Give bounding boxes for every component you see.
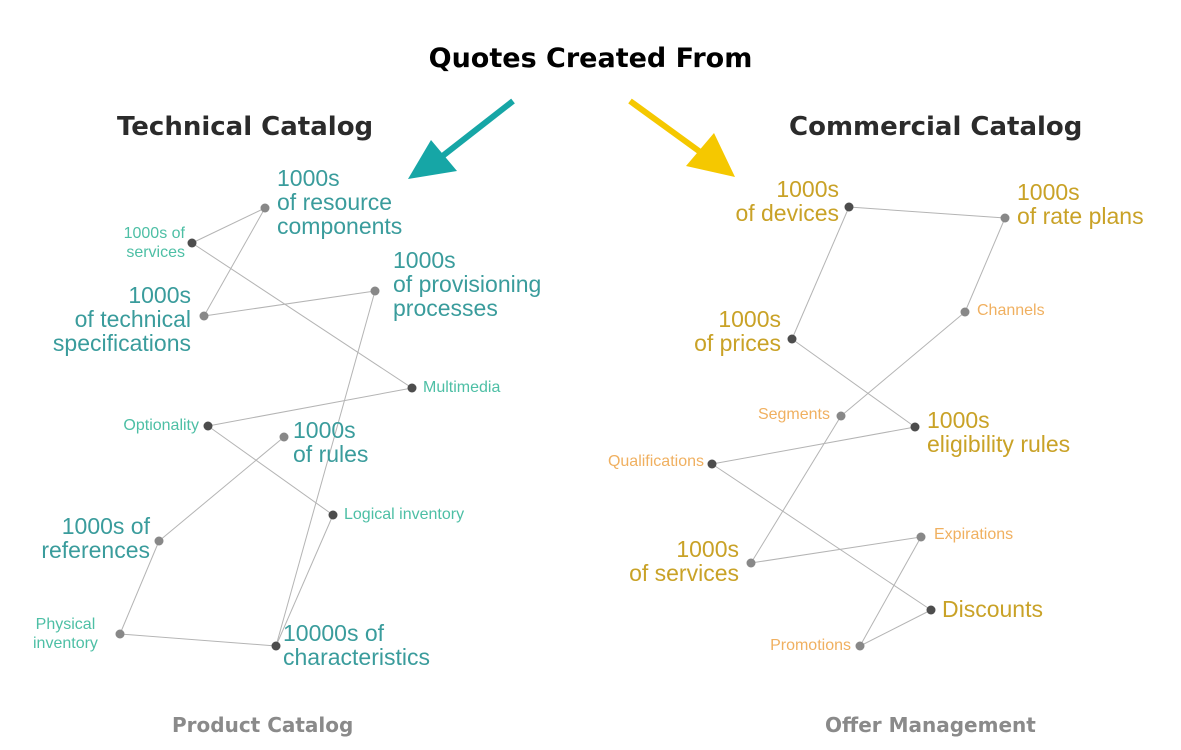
edge: [791, 206, 850, 340]
node-label-physical-inventory: Physical inventory: [33, 616, 98, 652]
node-dot: [115, 629, 125, 639]
edge: [840, 311, 966, 417]
node-label-segments: Segments: [757, 406, 830, 423]
node-dot: [855, 641, 865, 651]
node-dot: [370, 286, 380, 296]
node-dot: [199, 311, 209, 321]
node-dot: [203, 421, 213, 431]
node-label-prices: 1000s of prices: [694, 306, 781, 356]
edge: [207, 425, 334, 516]
node-label-characteristics: 10000s of characteristics: [283, 620, 430, 670]
page-title: Quotes Created From: [428, 43, 753, 74]
edge: [964, 217, 1006, 313]
edge: [191, 207, 266, 244]
node-dot: [746, 558, 756, 568]
node-dot: [260, 203, 270, 213]
node-label-promotions: Promotions: [770, 637, 851, 654]
commercial-catalog-heading: Commercial Catalog: [789, 112, 1083, 142]
node-dot: [836, 411, 846, 421]
node-dot: [271, 641, 281, 651]
technical-catalog-heading: Technical Catalog: [117, 112, 374, 142]
edge: [275, 290, 376, 647]
edge: [859, 536, 922, 647]
node-label-resource-components: 1000s of resource components: [277, 165, 403, 239]
node-label-channels: Channels: [977, 302, 1045, 319]
node-dot: [154, 536, 164, 546]
node-label-rate-plans: 1000s of rate plans: [1017, 179, 1144, 229]
node-label-expirations: Expirations: [934, 526, 1014, 543]
node-label-provisioning-processes: 1000s of provisioning processes: [393, 247, 542, 321]
edge: [791, 338, 916, 428]
node-label-services-commercial: 1000s of services: [629, 536, 739, 586]
node-label-devices: 1000s of devices: [735, 176, 839, 226]
product-catalog-footer: Product Catalog: [172, 713, 354, 737]
edge: [275, 514, 334, 647]
edge: [203, 207, 266, 317]
node-dot: [328, 510, 338, 520]
node-dot: [960, 307, 970, 317]
node-label-services: 1000s of services: [123, 225, 185, 261]
node-label-qualifications: Qualifications: [607, 453, 704, 470]
yellow-arrow: [628, 98, 735, 177]
offer-management-footer: Offer Management: [825, 713, 1036, 737]
edge: [207, 387, 413, 427]
node-dot: [926, 605, 936, 615]
node-dot: [844, 202, 854, 212]
node-label-references: 1000s of references: [41, 513, 150, 563]
edge: [158, 436, 285, 542]
edge: [119, 633, 277, 647]
node-dot: [910, 422, 920, 432]
edge: [848, 206, 1006, 219]
node-label-discounts: Discounts: [942, 596, 1043, 622]
edge: [750, 536, 922, 564]
edge: [191, 242, 413, 389]
node-dot: [1000, 213, 1010, 223]
node-dot: [787, 334, 797, 344]
edge: [859, 609, 932, 647]
node-label-optionality: Optionality: [123, 417, 199, 434]
node-label-rules: 1000s of rules: [293, 417, 369, 467]
node-label-technical-specifications: 1000s of technical specifications: [52, 282, 191, 356]
node-dot: [407, 383, 417, 393]
teal-arrow: [408, 98, 515, 179]
edge: [750, 415, 842, 564]
edge: [711, 426, 916, 465]
node-dot: [279, 432, 289, 442]
node-label-eligibility-rules: 1000s eligibility rules: [927, 407, 1071, 457]
node-dot: [916, 532, 926, 542]
node-dot: [707, 459, 717, 469]
node-dot: [187, 238, 197, 248]
edge: [711, 463, 932, 611]
edge: [203, 290, 376, 317]
edge: [119, 540, 160, 635]
node-label-logical-inventory: Logical inventory: [344, 506, 465, 523]
node-label-multimedia: Multimedia: [423, 379, 501, 396]
